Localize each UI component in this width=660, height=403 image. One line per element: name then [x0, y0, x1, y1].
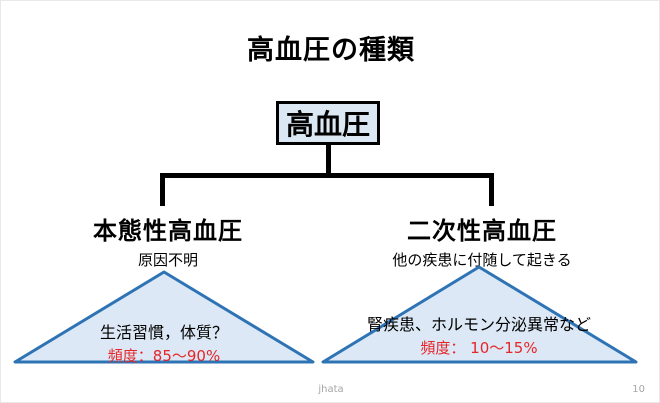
connector-drop-right [489, 173, 494, 206]
triangle-right-text: 腎疾患、ホルモン分泌異常など 頻度： 10〜15% [349, 311, 609, 358]
branch-right-heading: 二次性高血圧 [407, 217, 557, 245]
connector-stem [326, 145, 331, 176]
branch-left-heading: 本態性高血圧 [93, 217, 243, 245]
branch-left: 本態性高血圧 原因不明 [48, 211, 288, 270]
connector-horizontal [160, 173, 494, 178]
footer-page-number: 10 [632, 384, 645, 395]
triangle-right-label: 腎疾患、ホルモン分泌異常など [366, 315, 591, 334]
triangle-right-frequency: 頻度： 10〜15% [420, 339, 538, 357]
triangle-left-shape [13, 270, 315, 364]
footer-author: jhata [318, 384, 344, 395]
branch-right-subheading: 他の疾患に付随して起きる [392, 251, 572, 269]
connector-drop-left [160, 173, 165, 206]
triangle-left-text: 生活習慣，体質？ 頻度：85〜90% [34, 319, 294, 366]
triangle-left-frequency: 頻度：85〜90% [107, 347, 221, 365]
hypertension-root-label: 高血圧 [285, 108, 370, 141]
triangle-left-label: 生活習慣，体質？ [99, 323, 228, 342]
branch-right: 二次性高血圧 他の疾患に付随して起きる [359, 211, 605, 270]
slide-title: 高血圧の種類 [247, 35, 415, 66]
triangle-right-shape [321, 265, 638, 364]
hypertension-root-box: 高血圧 [276, 101, 380, 145]
branch-left-subheading: 原因不明 [137, 251, 198, 269]
